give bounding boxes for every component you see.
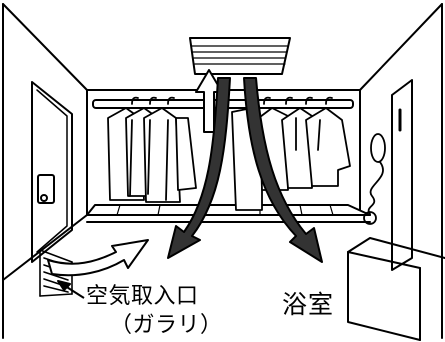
left-door [31, 81, 73, 263]
platform [86, 204, 371, 223]
bathtub [347, 237, 445, 341]
bathroom-label: 浴室 [282, 290, 335, 319]
label-pointer-arrowhead [57, 280, 71, 291]
hanging-clothes-icon [107, 96, 351, 211]
right-door [391, 79, 413, 271]
airflow-arrow-down-right [243, 77, 323, 263]
ventilation-dryer-unit-icon [189, 37, 291, 75]
airflow-arrow-down-left [167, 77, 231, 259]
air-inlet-label: 空気取入口 [86, 284, 199, 309]
airflow-arrows [47, 69, 323, 299]
air-inlet-note-label: （ガラリ） [110, 313, 223, 338]
shower-head-icon [363, 133, 386, 225]
intake-arrow [47, 239, 149, 277]
